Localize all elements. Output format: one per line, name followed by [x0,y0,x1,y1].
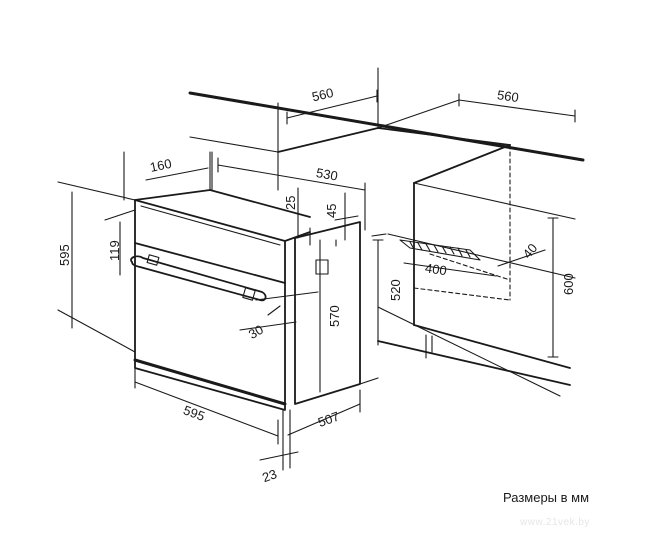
watermark: www.21vek.by [520,517,590,528]
dim-body-height: 570 [319,239,342,393]
dim-label-570: 570 [327,305,342,327]
dim-top-gap-25: 25 [283,187,299,239]
dim-oven-depth-bottom: 507 [287,389,361,436]
dim-front-thickness: 23 [259,409,299,485]
caption-dimensions-in-mm: Размеры в мм [503,490,590,505]
dim-vent-depth: 40 [497,241,546,267]
dim-niche-inner-height: 520 [372,239,403,346]
dim-label-30: 30 [246,322,266,342]
dim-label-600: 600 [561,273,576,295]
dim-label-23: 23 [260,466,279,485]
dim-cabinet-right-width: 560 [458,87,576,123]
dim-oven-body-width: 530 [217,157,366,231]
dim-label-560-left: 560 [310,85,335,104]
dim-label-160: 160 [149,156,173,175]
niche-outline [377,144,576,397]
dim-label-45: 45 [324,204,339,218]
dim-niche-height: 600 [547,217,576,358]
dim-vent-width: 400 [403,260,497,278]
dim-label-530: 530 [315,165,339,184]
dim-label-400: 400 [424,260,448,278]
dim-label-520: 520 [388,279,403,301]
vent-grille [399,239,481,261]
dim-oven-height: 595 [57,181,136,353]
dim-handle-offset: 30 [239,291,319,342]
dim-label-119: 119 [107,240,122,261]
dim-label-560-right: 560 [496,87,520,105]
dim-cabinet-left-width: 560 [286,85,378,125]
dim-top-gap-45: 45 [324,192,359,241]
cabinet-edge-lines [211,151,387,385]
dim-label-25: 25 [283,196,298,210]
upper-cabinet-lines [188,67,585,191]
dim-label-507: 507 [316,408,342,430]
dim-oven-depth-top: 160 [123,151,211,201]
dim-oven-width-bottom: 595 [134,367,279,445]
dim-label-595-vertical: 595 [57,244,72,266]
oven-body [130,189,361,411]
dim-label-595-bottom: 595 [181,402,207,424]
dim-panel-height: 119 [104,209,136,276]
